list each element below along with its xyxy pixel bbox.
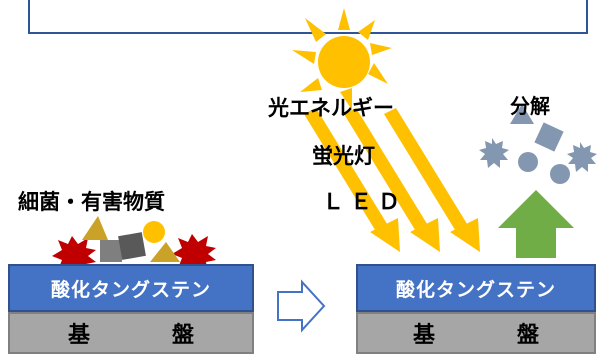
sun-ray [292, 50, 316, 64]
particle-triangle [510, 104, 534, 124]
particle-starburst [567, 142, 597, 172]
sun-ray [368, 63, 388, 84]
sun-ray [305, 18, 326, 42]
triangle-contaminant [150, 242, 180, 262]
particle-circle [550, 164, 570, 184]
led-label: ＬＥＤ [322, 190, 407, 215]
left-substrate-layer: 基 盤 [8, 312, 254, 354]
square-contaminant [118, 232, 146, 260]
decomposition-label: 分解 [510, 94, 550, 118]
particle-circle [518, 152, 538, 172]
sun-ray [300, 78, 322, 92]
right-substrate-layer: 基 盤 [356, 312, 596, 354]
light-beam-arrows [304, 108, 480, 252]
light-beam-arrow-1 [304, 108, 400, 252]
right-coating-layer: 酸化タングステン [356, 264, 596, 312]
sun-ray [340, 88, 352, 110]
fluorescent-label: 蛍光灯 [312, 144, 375, 168]
light-beam-arrow-2 [344, 108, 440, 252]
sun-ray [358, 20, 375, 40]
particle-square [534, 122, 564, 152]
decomposed-particles [479, 104, 597, 184]
light-beam-arrow-3 [384, 108, 480, 252]
sun-ray [338, 8, 350, 30]
up-arrow-icon [498, 190, 574, 258]
square-contaminant [100, 240, 122, 262]
sun-disc [318, 36, 370, 88]
triangle-contaminant [82, 216, 108, 240]
particle-starburst [479, 138, 509, 168]
sun-icon [292, 8, 392, 110]
left-coating-layer: 酸化タングステン [8, 264, 254, 312]
top-frame [28, 0, 588, 34]
contaminant-label: 細菌・有害物質 [18, 190, 165, 214]
light-energy-label: 光エネルギー [268, 96, 394, 120]
sun-ray [370, 43, 392, 55]
circle-contaminant [143, 221, 165, 243]
right-arrow-icon [277, 279, 326, 333]
